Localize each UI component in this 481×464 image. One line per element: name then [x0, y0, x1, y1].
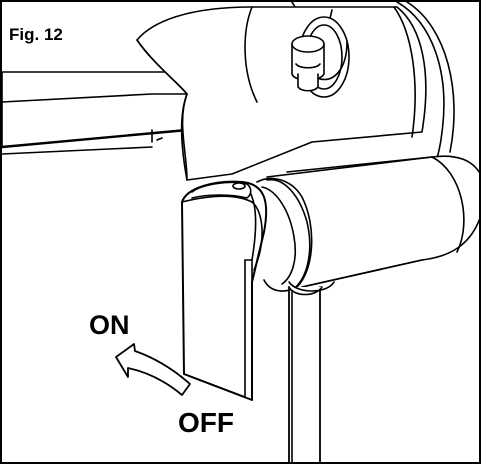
curved-arrow-icon: [115, 343, 191, 396]
on-label: ON: [89, 310, 130, 340]
collar: [256, 177, 313, 292]
left-bar: [2, 71, 189, 155]
top-knob: [291, 35, 325, 92]
off-label: OFF: [178, 407, 234, 438]
figure-label: Fig. 12: [9, 25, 63, 44]
axle-housing: [266, 155, 479, 288]
vertical-pipe: [288, 281, 335, 462]
lever-handle: [181, 180, 268, 401]
